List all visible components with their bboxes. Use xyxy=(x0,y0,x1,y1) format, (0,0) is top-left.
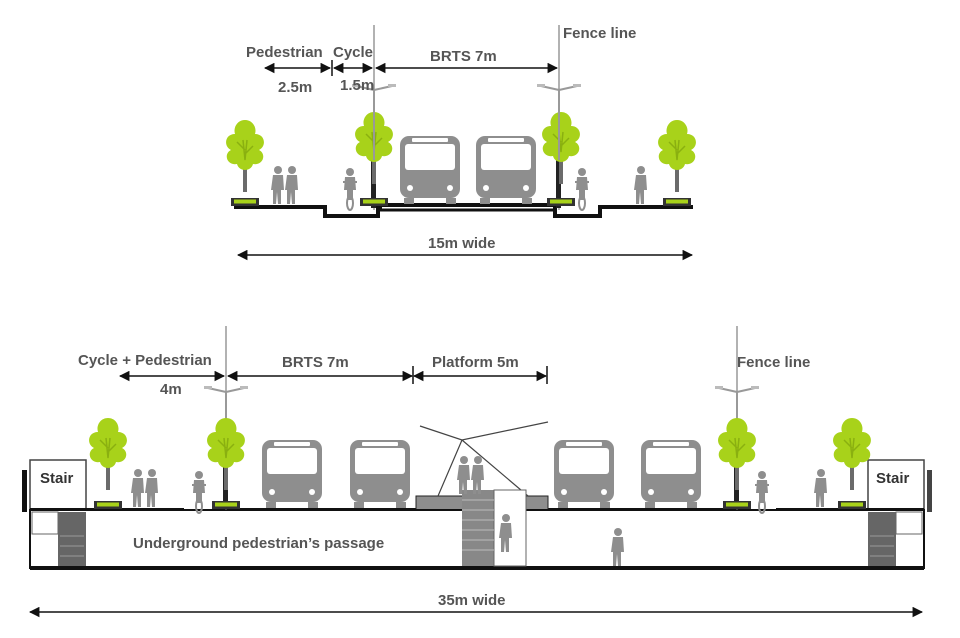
label-platform: Platform 5m xyxy=(432,354,519,371)
label-fence-line: Fence line xyxy=(737,354,810,371)
cyclist-icon xyxy=(754,470,770,514)
bus-icon xyxy=(350,440,410,508)
planter-icon xyxy=(663,198,691,206)
stair-hatch-left xyxy=(31,511,86,566)
label-cycle-width: 1.5m xyxy=(340,77,374,94)
cyclist-icon xyxy=(342,167,358,211)
pedestrian-icon xyxy=(285,166,298,204)
bus-icon xyxy=(476,136,536,204)
pedestrian-icon xyxy=(131,469,144,507)
cyclist-icon xyxy=(574,167,590,211)
tree-icon xyxy=(657,119,697,193)
planter-icon xyxy=(94,501,122,509)
tree-icon xyxy=(541,111,581,185)
planter-icon xyxy=(723,501,751,509)
label-stair-right: Stair xyxy=(876,470,910,487)
label-pedestrian: Pedestrian xyxy=(246,44,323,61)
bottom-section: Stair Stair xyxy=(22,326,932,618)
pedestrian-icon xyxy=(634,166,647,204)
label-fence-line: Fence line xyxy=(563,25,636,42)
tree-icon xyxy=(206,417,246,491)
pedestrian-icon xyxy=(814,469,827,507)
pedestrian-icon xyxy=(271,166,284,204)
cyclist-icon xyxy=(191,470,207,514)
planter-icon xyxy=(231,198,259,206)
tree-icon xyxy=(832,417,872,491)
label-cycle-pedestrian: Cycle + Pedestrian xyxy=(78,352,212,369)
bus-icon xyxy=(400,136,460,204)
label-total-width: 15m wide xyxy=(428,235,496,252)
pedestrian-icon xyxy=(457,456,470,494)
tree-icon xyxy=(717,417,757,491)
label-cycle-pedestrian-width: 4m xyxy=(160,381,182,398)
label-brts: BRTS 7m xyxy=(430,48,497,65)
tree-icon xyxy=(88,417,128,491)
label-total-width: 35m wide xyxy=(438,592,506,609)
planter-icon xyxy=(212,501,240,509)
bus-icon xyxy=(641,440,701,508)
label-pedestrian-width: 2.5m xyxy=(278,79,312,96)
planter-icon xyxy=(838,501,866,509)
tree-icon xyxy=(225,119,265,193)
planter-icon xyxy=(360,198,388,206)
pedestrian-icon xyxy=(145,469,158,507)
label-underground-passage: Underground pedestrian’s passage xyxy=(133,535,384,552)
label-stair-left: Stair xyxy=(40,470,74,487)
pedestrian-icon xyxy=(471,456,484,494)
label-cycle: Cycle xyxy=(333,44,373,61)
top-ground-profile xyxy=(234,203,693,218)
bus-icon xyxy=(262,440,322,508)
bus-icon xyxy=(554,440,614,508)
stair-hatch-right xyxy=(868,511,923,566)
top-section: Pedestrian Cycle BRTS 7m Fence line 2.5m… xyxy=(225,25,697,261)
planter-icon xyxy=(547,198,575,206)
label-brts: BRTS 7m xyxy=(282,354,349,371)
